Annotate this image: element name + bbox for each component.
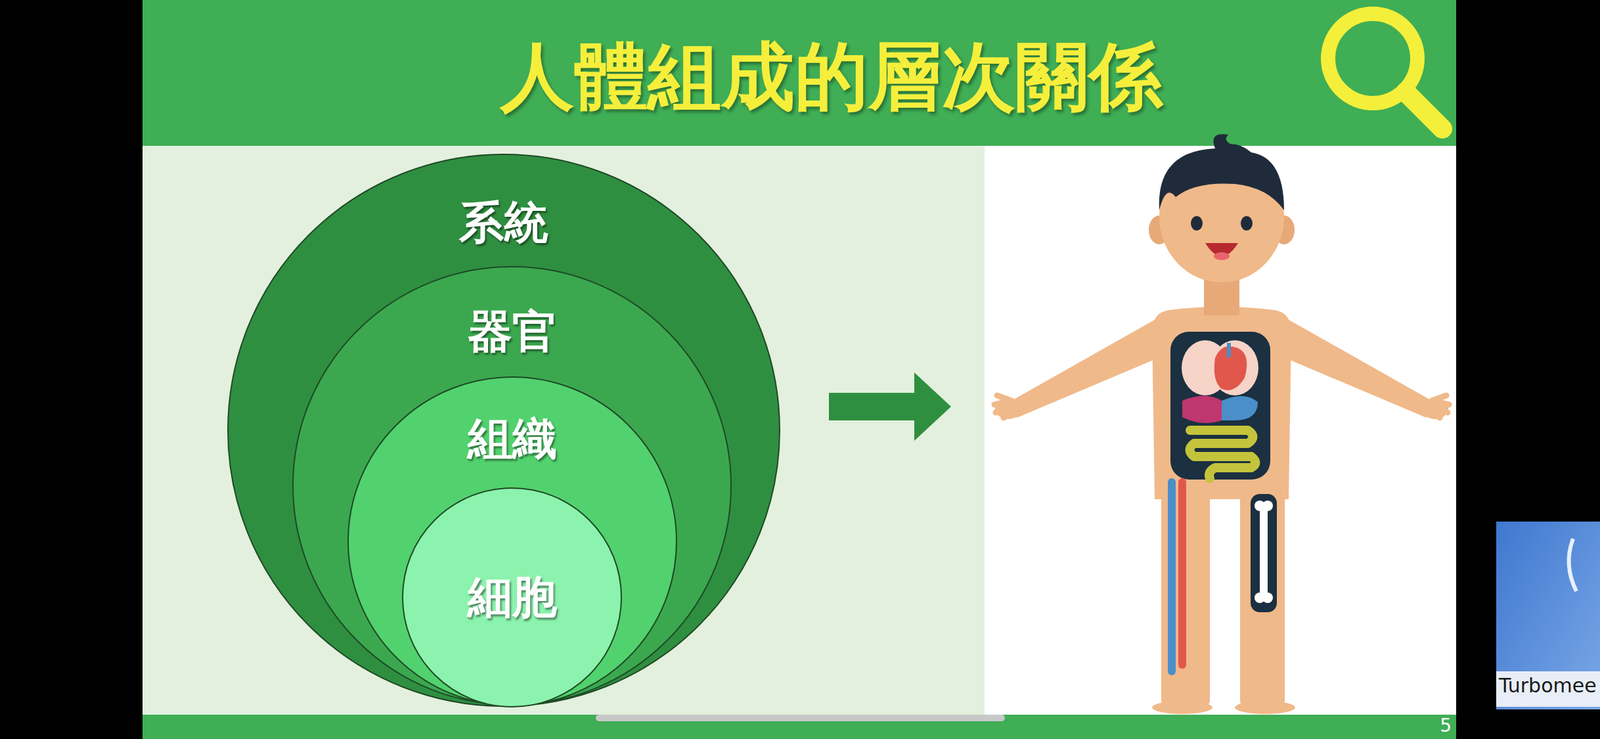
scroll-bar <box>595 714 1005 722</box>
level-label: 器官 <box>291 306 733 358</box>
left-panel <box>142 145 985 715</box>
slide-title: 人體組成的層次關係 <box>459 36 1204 117</box>
right-panel <box>984 145 1457 715</box>
video-thumbnail <box>1496 521 1600 710</box>
right-arrow <box>828 372 952 441</box>
level-label: 系統 <box>226 197 781 249</box>
level-label: 細胞 <box>401 571 623 623</box>
participant-name: Turbomee <box>1498 674 1598 697</box>
nested-circle: 器官組織細胞 <box>291 265 733 707</box>
magnifier-icon <box>1328 13 1443 129</box>
human-body <box>994 133 1449 714</box>
bottom-bar <box>142 714 1457 739</box>
title-bar <box>142 0 1457 146</box>
page-number: 5 <box>1412 715 1452 737</box>
level-label: 組織 <box>346 413 678 465</box>
nested-circle: 系統器官組織細胞 <box>226 153 781 708</box>
nested-circle: 組織細胞 <box>346 375 678 707</box>
nested-circle: 細胞 <box>401 486 623 709</box>
